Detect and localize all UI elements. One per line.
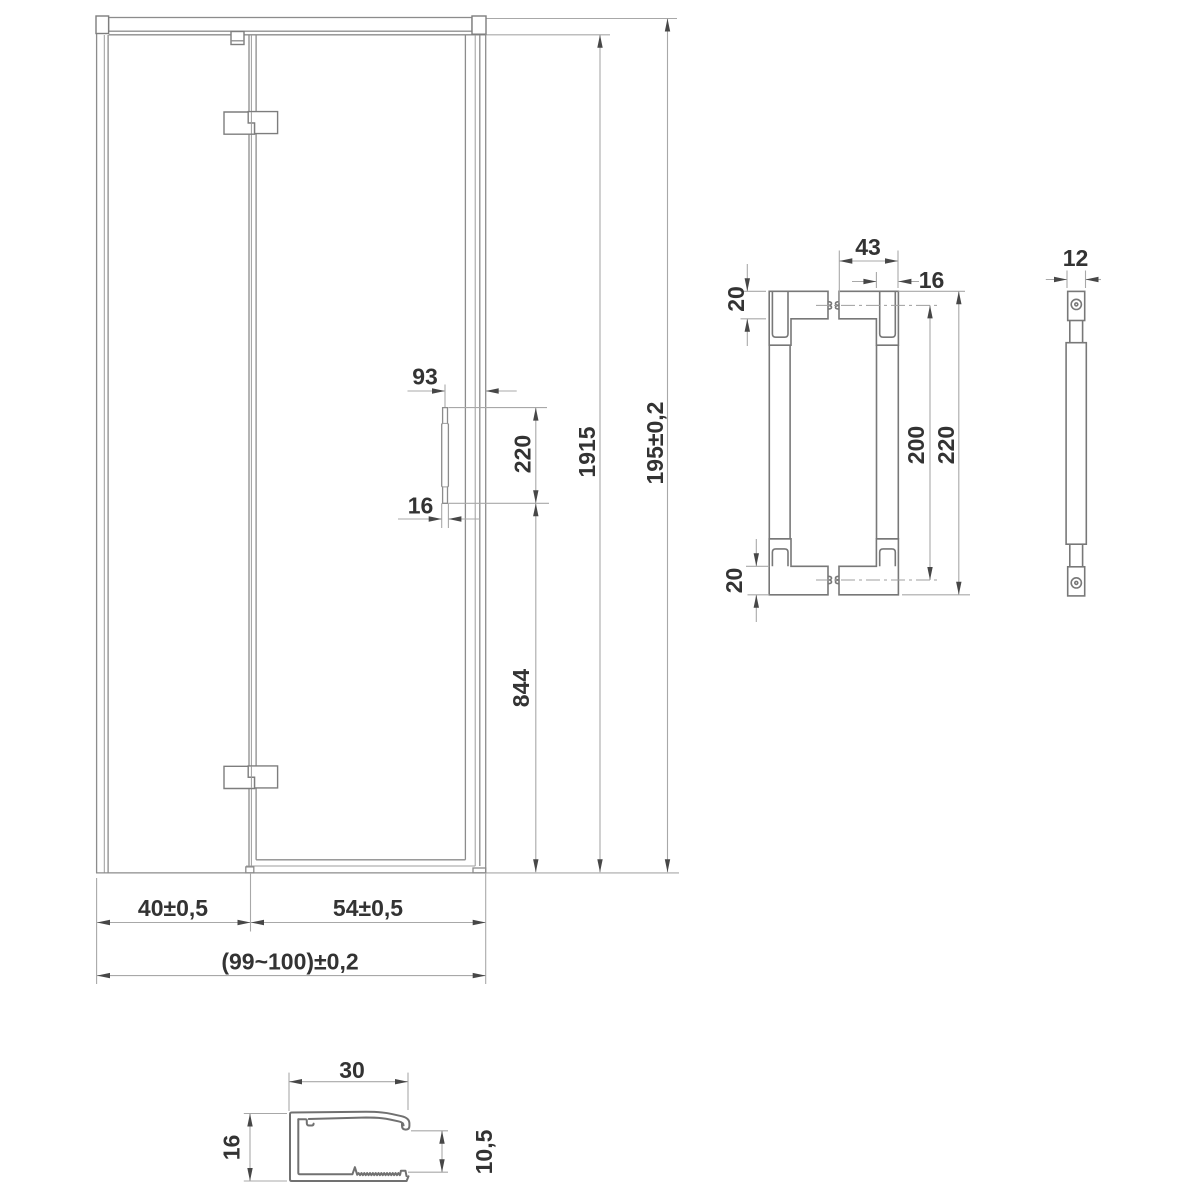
svg-text:16: 16: [219, 1135, 245, 1161]
svg-text:40±0,5: 40±0,5: [138, 895, 208, 921]
svg-text:220: 220: [510, 435, 536, 473]
svg-text:93: 93: [412, 364, 438, 390]
svg-text:54±0,5: 54±0,5: [333, 895, 403, 921]
svg-text:200: 200: [903, 426, 929, 464]
svg-text:12: 12: [1063, 245, 1089, 271]
svg-text:10,5: 10,5: [471, 1129, 497, 1174]
svg-text:20: 20: [723, 286, 749, 312]
svg-text:20: 20: [721, 568, 747, 594]
svg-text:(99~100)±0,2: (99~100)±0,2: [221, 949, 358, 975]
svg-text:220: 220: [933, 426, 959, 464]
svg-text:195±0,2: 195±0,2: [642, 402, 668, 485]
svg-text:43: 43: [855, 234, 881, 260]
svg-text:844: 844: [508, 669, 534, 708]
svg-text:16: 16: [408, 493, 434, 519]
svg-text:30: 30: [339, 1057, 365, 1083]
svg-text:1915: 1915: [574, 426, 600, 477]
svg-text:16: 16: [919, 267, 945, 293]
